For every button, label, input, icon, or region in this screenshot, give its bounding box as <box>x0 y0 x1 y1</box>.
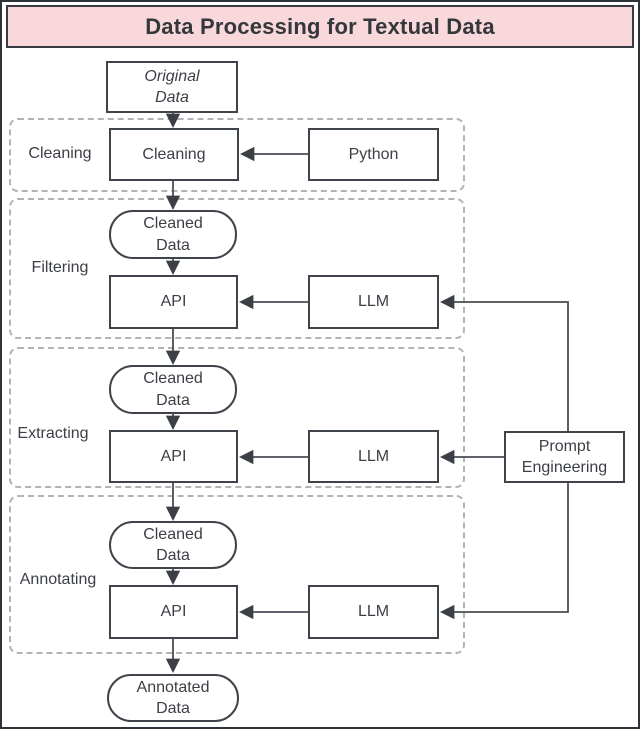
arrow-prompt-to-llm3 <box>439 483 569 620</box>
python-node: Python <box>308 128 439 181</box>
filtering-section <box>9 198 465 339</box>
cleaned-data-node-2: Cleaned Data <box>109 365 237 414</box>
title-bar: Data Processing for Textual Data <box>6 5 634 48</box>
extracting-section <box>9 347 465 488</box>
cleaned-data-node-1: Cleaned Data <box>109 210 237 259</box>
llm-node-3: LLM <box>308 585 439 639</box>
annotating-section <box>9 495 465 654</box>
api-node-1: API <box>109 275 238 329</box>
cleaned-data-node-3: Cleaned Data <box>109 521 237 569</box>
arrow-prompt-to-llm1 <box>439 294 569 431</box>
api-node-2: API <box>109 430 238 483</box>
filtering-section-label: Filtering <box>31 259 89 276</box>
annotated-data-node: Annotated Data <box>107 674 239 722</box>
prompt-engineering-node: Prompt Engineering <box>504 431 625 483</box>
extracting-section-label: Extracting <box>17 425 89 442</box>
original-data-node: Original Data <box>106 61 238 113</box>
cleaning-node: Cleaning <box>109 128 239 181</box>
llm-node-2: LLM <box>308 430 439 483</box>
annotating-section-label: Annotating <box>19 571 97 588</box>
diagram-title: Data Processing for Textual Data <box>145 13 495 39</box>
llm-node-1: LLM <box>308 275 439 329</box>
cleaning-section-label: Cleaning <box>28 145 92 162</box>
cleaning-section <box>9 118 465 192</box>
api-node-3: API <box>109 585 238 639</box>
